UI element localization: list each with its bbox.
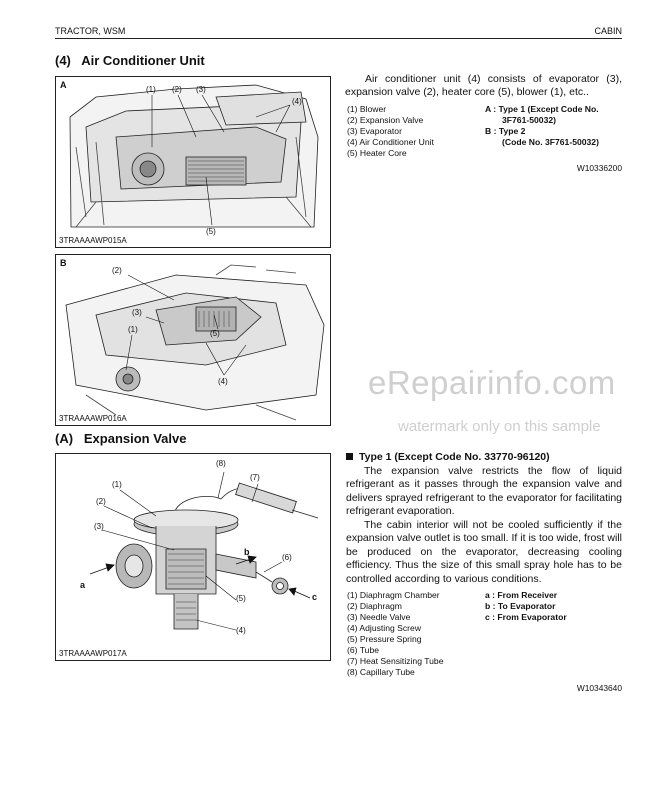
ev-part-item: (6) Tube <box>347 645 380 655</box>
ev-part-item: (1) Diaphragm Chamber <box>347 590 440 600</box>
type-item: A : Type 1 (Except Code No. <box>485 104 599 114</box>
expansion-valve-flow-list: a : From Receiver b : To Evaporator c : … <box>485 590 567 623</box>
fig-a-callout-2: (2) <box>172 85 182 94</box>
watermark-site: eRepairinfo.com <box>368 364 616 401</box>
expansion-valve-para1: The expansion valve restricts the flow o… <box>346 465 622 518</box>
ac-part-item: (3) Evaporator <box>347 126 402 136</box>
expansion-valve-ref-code: W10343640 <box>576 683 622 693</box>
ev-flow-item: a : From Receiver <box>485 590 558 600</box>
ac-unit-parts-list: (1) Blower (2) Expansion Valve (3) Evapo… <box>347 104 434 159</box>
ev-callout-7: (7) <box>250 473 260 482</box>
figure-b-code: 3TRAAAAWP016A <box>59 414 127 423</box>
ac-unit-description: Air conditioner unit (4) consists of eva… <box>345 73 622 99</box>
ev-part-item: (4) Adjusting Screw <box>347 623 422 633</box>
section-title-expansion-valve: (A) Expansion Valve <box>55 431 187 446</box>
fig-b-callout-4: (4) <box>218 377 228 386</box>
ac-part-item: (1) Blower <box>347 104 387 114</box>
fig-b-callout-5: (5) <box>210 329 220 338</box>
type1-heading-text: Type 1 (Except Code No. 33770-96120) <box>359 451 550 463</box>
ev-callout-3: (3) <box>94 522 104 531</box>
figure-ev-code: 3TRAAAAWP017A <box>59 649 127 658</box>
expansion-valve-para2: The cabin interior will not be cooled su… <box>346 519 622 585</box>
ev-flow-b: b <box>244 547 250 557</box>
ac-part-item: (5) Heater Core <box>347 148 407 158</box>
ev-part-item: (8) Capillary Tube <box>347 667 415 677</box>
figure-b: B (2) (3) (1) (5) (4) 3TRAAAAWP016A <box>55 254 331 426</box>
ev-callout-5: (5) <box>236 594 246 603</box>
header-left: TRACTOR, WSM <box>55 26 126 36</box>
figure-a-code: 3TRAAAAWP015A <box>59 236 127 245</box>
figure-a-label: A <box>60 80 67 90</box>
type1-heading: Type 1 (Except Code No. 33770-96120) <box>346 451 550 463</box>
ac-unit-types-list: A : Type 1 (Except Code No. 3F761-50032)… <box>485 104 599 148</box>
ev-flow-a: a <box>80 580 86 590</box>
ac-part-item: (4) Air Conditioner Unit <box>347 137 434 147</box>
ac-unit-ref-code: W10336200 <box>576 163 622 173</box>
figure-a: A (1) (2) (3) (4) (5) 3TRAAAAWP015A <box>55 76 331 248</box>
ev-part-item: (2) Diaphragm <box>347 601 402 611</box>
ev-flow-item: c : From Evaporator <box>485 612 567 622</box>
fig-b-callout-2: (2) <box>112 266 122 275</box>
expansion-valve-drawing <box>89 471 319 631</box>
ac-part-item: (2) Expansion Valve <box>347 115 424 125</box>
figure-expansion-valve: (8) (7) (1) (2) (3) (6) (5) (4) a b c 3T… <box>55 453 331 661</box>
fig-b-callout-3: (3) <box>132 308 142 317</box>
ev-callout-1: (1) <box>112 480 122 489</box>
fig-a-callout-5: (5) <box>206 227 216 236</box>
expansion-valve-parts-list: (1) Diaphragm Chamber (2) Diaphragm (3) … <box>347 590 444 678</box>
header-right: CABIN <box>594 26 622 36</box>
type-item: 3F761-50032) <box>502 115 556 125</box>
fig-a-callout-1: (1) <box>146 85 156 94</box>
bullet-square-icon <box>346 453 353 460</box>
ev-flow-item: b : To Evaporator <box>485 601 556 611</box>
ev-part-item: (5) Pressure Spring <box>347 634 422 644</box>
figure-a-drawing <box>69 84 319 228</box>
type-item: B : Type 2 <box>485 126 526 136</box>
ev-part-item: (7) Heat Sensitizing Tube <box>347 656 444 666</box>
type-item: (Code No. 3F761-50032) <box>502 137 599 147</box>
ev-callout-8: (8) <box>216 459 226 468</box>
figure-b-drawing <box>65 264 325 421</box>
ev-callout-6: (6) <box>282 553 292 562</box>
watermark-note: watermark only on this sample <box>398 418 601 435</box>
ev-flow-c: c <box>312 592 318 602</box>
fig-a-callout-4: (4) <box>292 97 302 106</box>
figure-b-label: B <box>60 258 67 268</box>
fig-a-callout-3: (3) <box>196 85 206 94</box>
ev-part-item: (3) Needle Valve <box>347 612 411 622</box>
header-rule <box>55 38 622 39</box>
ev-callout-4: (4) <box>236 626 246 635</box>
fig-b-callout-1: (1) <box>128 325 138 334</box>
ev-callout-2: (2) <box>96 497 106 506</box>
section-title-ac-unit: (4) Air Conditioner Unit <box>55 53 205 68</box>
